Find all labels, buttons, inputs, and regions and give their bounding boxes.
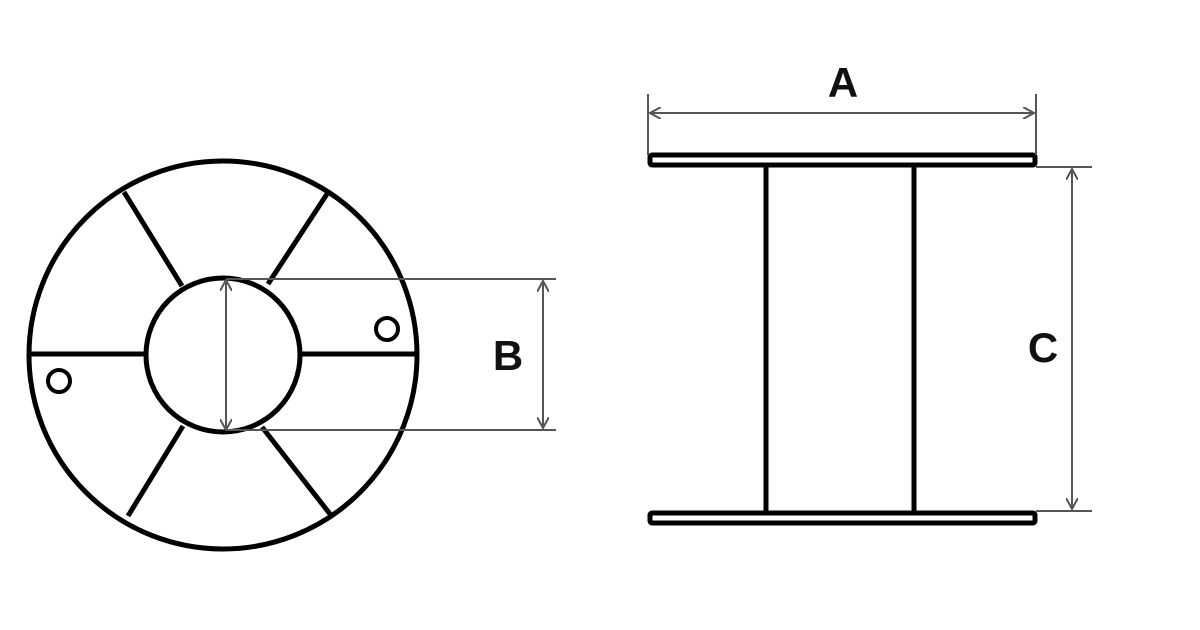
label-c: C: [1028, 324, 1058, 371]
spoke-lower-left: [125, 424, 186, 518]
dimension-a: A: [647, 59, 1037, 155]
label-a: A: [828, 59, 858, 106]
spoke-upper-right: [265, 192, 330, 286]
outer-flange-circle: [26, 158, 420, 552]
dimension-b: B: [226, 278, 556, 431]
spool-side-view: [647, 152, 1038, 526]
mounting-hole-right: [374, 316, 400, 342]
mounting-hole-left: [46, 368, 72, 394]
label-b: B: [493, 332, 523, 379]
dimension-c: C: [1028, 166, 1092, 512]
top-flange: [647, 152, 1038, 168]
center-hole-circle: [143, 275, 303, 435]
spoke-lower-right: [260, 425, 332, 516]
spoke-upper-left: [121, 190, 185, 288]
spool-front-view: [26, 158, 420, 552]
bottom-flange: [647, 510, 1038, 526]
